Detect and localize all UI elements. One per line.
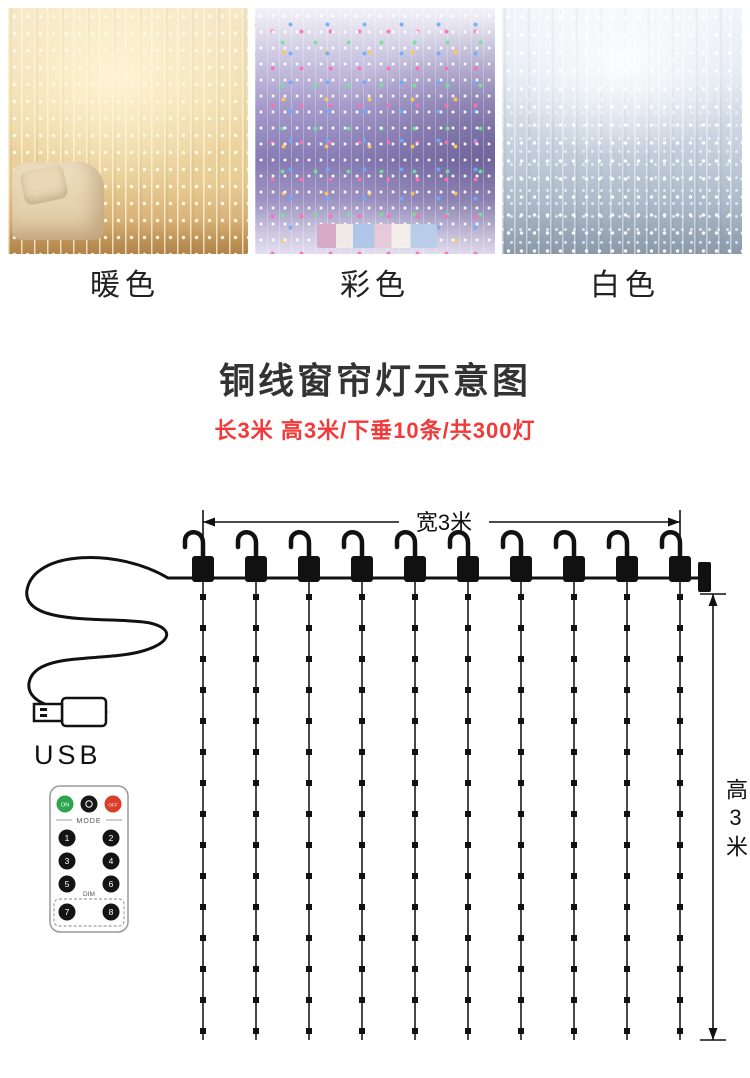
remote-key-4-label: 4: [109, 856, 114, 866]
curtain-string: [185, 532, 214, 1040]
curtain-string: [609, 532, 638, 1040]
spec-subtitle: 长3米 高3米/下垂10条/共300灯: [214, 418, 536, 443]
remote-key-1-label: 1: [65, 833, 70, 843]
remote-off-label: OFF: [108, 803, 118, 809]
product-photo-white: [502, 8, 742, 254]
remote-key-7-label: 7: [65, 907, 70, 917]
product-photo-row: [8, 8, 742, 254]
photo-label-multicolor: 彩色: [340, 269, 410, 302]
width-dimension: 宽3米: [202, 505, 681, 539]
remote-control: ON OFF MODE 1 2 3 4 5 6 DIM 7: [49, 785, 129, 933]
remote-key-6: [102, 875, 120, 893]
wire-end-cap: [698, 562, 711, 592]
remote-key-2-label: 2: [109, 833, 114, 843]
remote-off-button: [104, 795, 122, 813]
remote-key-8: [102, 903, 120, 921]
remote-on-button: [56, 795, 74, 813]
product-photo-warm: [8, 8, 248, 254]
remote-dim-label: DIM: [83, 891, 95, 898]
photo-label-row: 暖色 彩色 白色: [0, 260, 750, 304]
timer-icon: [85, 800, 93, 808]
remote-key-8-label: 8: [109, 907, 114, 917]
curtain-string: [503, 532, 532, 1040]
height-dimension: [700, 593, 726, 1041]
remote-on-label: ON: [61, 803, 69, 809]
curtain-string: [556, 532, 585, 1040]
power-cable: [25, 556, 170, 714]
product-photo-multicolor: [255, 8, 495, 254]
remote-key-5-label: 5: [65, 879, 70, 889]
dim-group-box: [53, 898, 125, 927]
remote-key-4: [102, 852, 120, 870]
curtain-string: [450, 532, 479, 1040]
usb-label: USB: [34, 740, 102, 770]
remote-key-1: [58, 829, 76, 847]
remote-key-7: [58, 903, 76, 921]
curtain-light-diagram: 宽3米 USB ON: [25, 505, 726, 1078]
height-dimension-label: 高3米: [723, 778, 748, 862]
curtain-string: [662, 532, 691, 1040]
curtain-string: [397, 532, 426, 1040]
remote-timer-button: [80, 795, 98, 813]
remote-key-2: [102, 829, 120, 847]
remote-key-5: [58, 875, 76, 893]
usb-plug: [32, 696, 108, 728]
remote-key-3-label: 3: [65, 856, 70, 866]
curtain-string: [291, 532, 320, 1040]
remote-mode-label: MODE: [77, 818, 102, 825]
photo-label-white: 白色: [590, 269, 660, 302]
remote-key-3: [58, 852, 76, 870]
curtain-string: [344, 532, 373, 1040]
curtain-string: [238, 532, 267, 1040]
remote-key-6-label: 6: [109, 879, 114, 889]
photo-label-warm: 暖色: [90, 269, 160, 302]
page-title: 铜线窗帘灯示意图: [218, 360, 531, 401]
